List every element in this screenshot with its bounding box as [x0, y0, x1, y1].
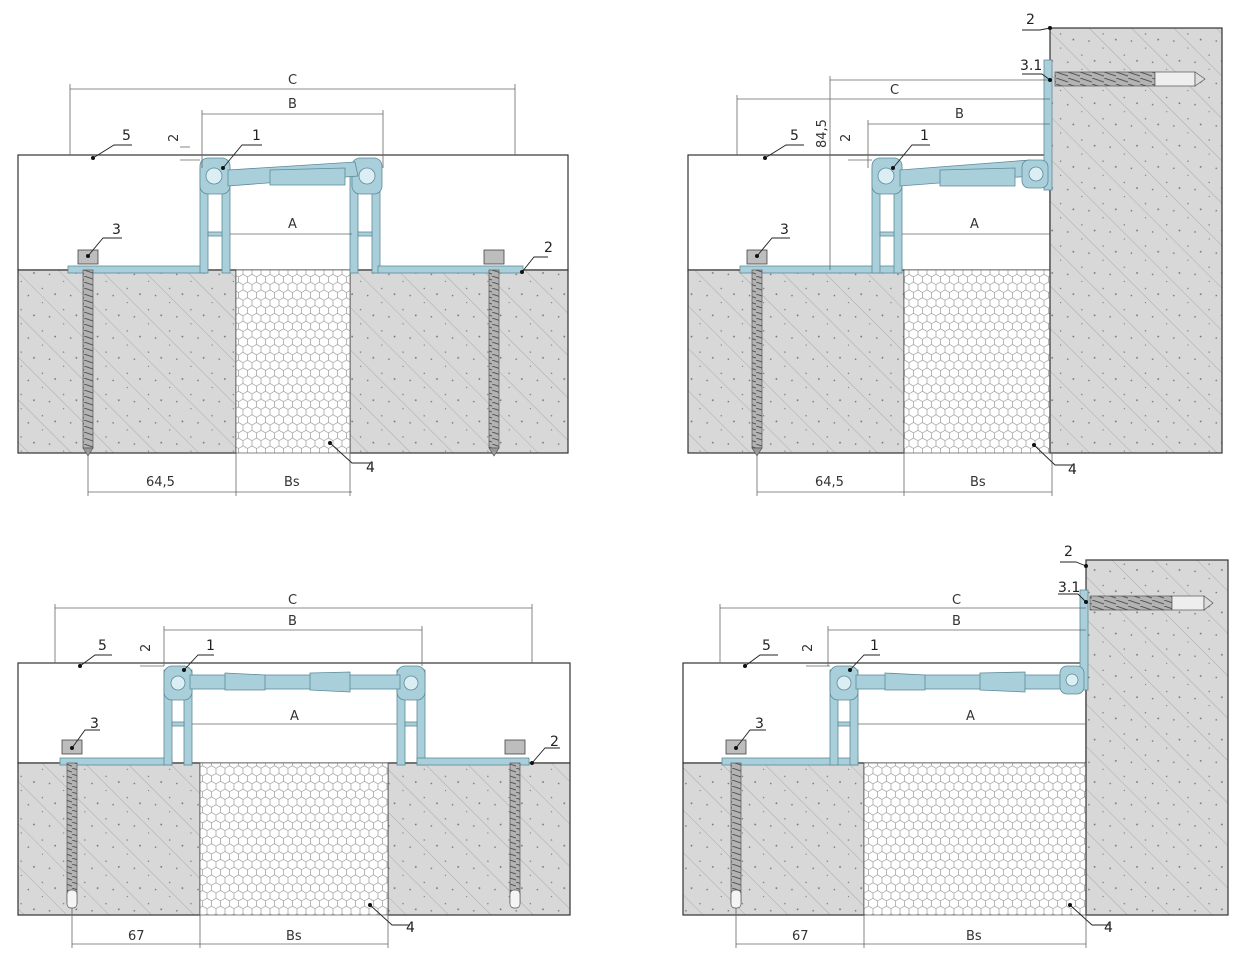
- dim-height: 84,5: [815, 119, 830, 148]
- dim-bs: Bs: [286, 929, 302, 944]
- dim-c: C: [288, 593, 297, 608]
- label-cover: 5: [762, 638, 771, 654]
- label-cover: 5: [122, 128, 131, 144]
- label-cover: 5: [98, 638, 107, 654]
- honeycomb-filler-icon: [903, 269, 1051, 454]
- label-profile: 1: [920, 128, 929, 144]
- honeycomb-filler-icon: [863, 762, 1087, 916]
- dim-gap: 2: [839, 134, 854, 142]
- dim-a: A: [966, 709, 975, 724]
- panel-4-joint-profile: [721, 589, 1089, 766]
- label-filler: 4: [366, 460, 375, 476]
- panel-2-wall: [1049, 27, 1223, 454]
- dim-bs: Bs: [970, 475, 986, 490]
- panel-3-floor-floor-joint-wide: 1 5 3 2 4 C B A Bs 67 2: [17, 593, 571, 948]
- dim-offset: 67: [128, 929, 145, 944]
- anchor-bolt-icon: [483, 249, 505, 457]
- dim-c: C: [288, 73, 297, 88]
- dim-offset: 64,5: [146, 475, 175, 490]
- wall-anchor-bolt-icon: [1089, 595, 1214, 611]
- panel-2-joint-profile: [739, 59, 1053, 274]
- dim-c: C: [890, 83, 899, 98]
- label-anchor: 3: [112, 222, 121, 238]
- label-finish: 2: [1026, 12, 1035, 28]
- label-cover: 5: [790, 128, 799, 144]
- dim-b: B: [288, 97, 297, 112]
- dim-a: A: [288, 217, 297, 232]
- dim-b: B: [952, 614, 961, 629]
- panel-2-floor-wall-joint: 1 5 3 2 3.1 4 C B A Bs 64,5 2 84,5: [687, 12, 1223, 496]
- dim-gap: 2: [801, 644, 816, 652]
- dim-a: A: [290, 709, 299, 724]
- label-anchor: 3: [755, 716, 764, 732]
- dim-bs: Bs: [966, 929, 982, 944]
- dim-gap: 2: [139, 644, 154, 652]
- label-wall-anchor: 3.1: [1058, 580, 1080, 596]
- dim-a: A: [970, 217, 979, 232]
- dim-bs: Bs: [284, 475, 300, 490]
- label-finish: 2: [544, 240, 553, 256]
- panel-1-floor-floor-joint: 1 5 3 2 4 C B A Bs 64,5 2: [17, 73, 569, 496]
- panel-1-left-slab: [17, 269, 237, 454]
- dim-b: B: [288, 614, 297, 629]
- label-finish: 2: [1064, 544, 1073, 560]
- honeycomb-filler-icon: [235, 269, 351, 454]
- panel-2-floor-slab: [687, 269, 905, 454]
- panel-4-floor-wall-joint-wide: 1 5 3 2 3.1 4 C B A Bs 67 2: [682, 544, 1229, 948]
- label-profile: 1: [206, 638, 215, 654]
- wall-anchor-bolt-icon: [1054, 71, 1206, 87]
- dim-c: C: [952, 593, 961, 608]
- panel-3-left-slab: [17, 762, 201, 916]
- panel-1-right-slab: [349, 269, 569, 454]
- anchor-bolt-icon: [504, 739, 526, 909]
- label-profile: 1: [870, 638, 879, 654]
- label-anchor: 3: [780, 222, 789, 238]
- honeycomb-filler-icon: [199, 762, 389, 916]
- label-filler: 4: [1104, 920, 1113, 936]
- label-filler: 4: [406, 920, 415, 936]
- label-profile: 1: [252, 128, 261, 144]
- panel-3-right-slab: [387, 762, 571, 916]
- label-filler: 4: [1068, 462, 1077, 478]
- dim-b: B: [955, 107, 964, 122]
- panel-4-wall: [1085, 559, 1229, 916]
- dim-gap: 2: [167, 134, 182, 142]
- label-finish: 2: [550, 734, 559, 750]
- label-wall-anchor: 3.1: [1020, 58, 1042, 74]
- label-anchor: 3: [90, 716, 99, 732]
- panel-3-joint-profile: [59, 665, 530, 766]
- panel-4-floor-slab: [682, 762, 865, 916]
- dim-offset: 64,5: [815, 475, 844, 490]
- dim-offset: 67: [792, 929, 809, 944]
